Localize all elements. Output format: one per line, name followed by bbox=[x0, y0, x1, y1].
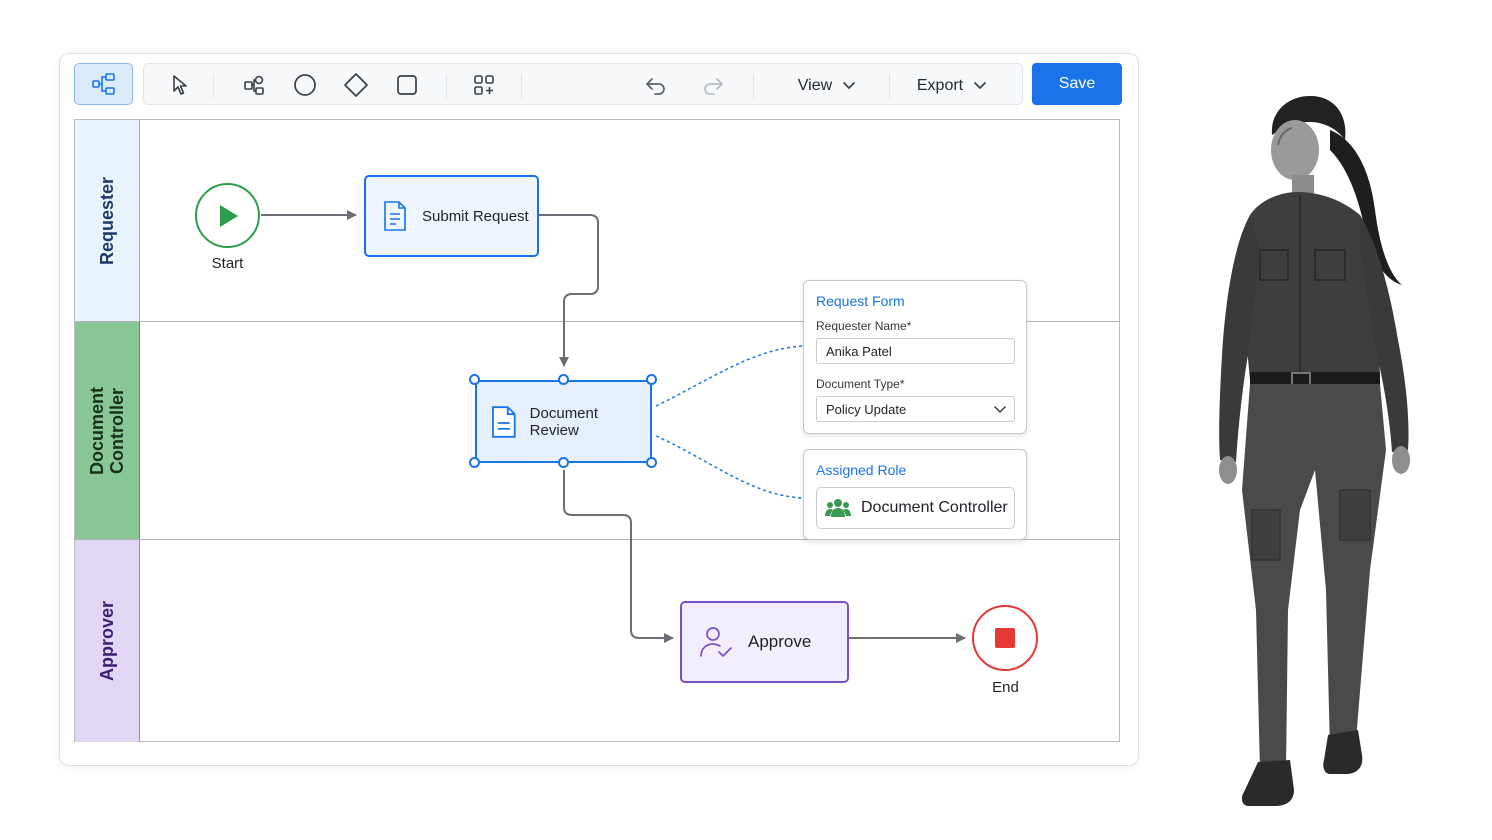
user-check-icon bbox=[700, 627, 732, 657]
chevron-down-icon bbox=[994, 406, 1006, 413]
lane-header-requester[interactable]: Requester bbox=[75, 120, 140, 321]
resize-handle-top-center[interactable] bbox=[558, 374, 569, 385]
resize-handle-bottom-center[interactable] bbox=[558, 457, 569, 468]
assigned-role-field[interactable]: Document Controller bbox=[816, 487, 1015, 529]
toolbar-separator bbox=[446, 74, 447, 98]
resize-handle-bottom-right[interactable] bbox=[646, 457, 657, 468]
document-icon bbox=[492, 405, 516, 438]
select-tool-button[interactable] bbox=[163, 70, 195, 100]
start-event[interactable] bbox=[195, 183, 260, 248]
diamond-tool-button[interactable] bbox=[340, 70, 372, 100]
lane-header-approver[interactable]: Approver bbox=[75, 540, 140, 742]
start-label: Start bbox=[211, 255, 244, 272]
document-type-value: Policy Update bbox=[826, 401, 907, 417]
add-component-icon bbox=[474, 75, 494, 95]
connector-shapes-icon bbox=[244, 75, 264, 95]
chevron-down-icon bbox=[843, 82, 856, 89]
circle-tool-button[interactable] bbox=[289, 70, 321, 100]
assigned-role-panel: Assigned Role Document Controller bbox=[803, 449, 1027, 540]
undo-icon bbox=[646, 78, 665, 95]
task-label: Document Review bbox=[529, 404, 599, 439]
task-approve[interactable]: Approve bbox=[680, 601, 849, 683]
stop-icon bbox=[995, 628, 1015, 648]
view-menu-label: View bbox=[797, 77, 833, 94]
view-menu-button[interactable]: View bbox=[786, 70, 868, 102]
assigned-role-title: Assigned Role bbox=[816, 462, 907, 478]
export-menu-label: Export bbox=[916, 77, 964, 94]
swimlane-diagram-icon bbox=[91, 73, 115, 95]
lane-header-document-controller[interactable]: Document Controller bbox=[75, 322, 140, 539]
connector-tool-button[interactable] bbox=[238, 70, 270, 100]
toolbar-separator bbox=[213, 74, 214, 98]
redo-button[interactable] bbox=[697, 70, 729, 100]
assigned-role-value: Document Controller bbox=[861, 499, 1008, 516]
lane-label-approver: Approver bbox=[97, 600, 118, 682]
toolbar-separator bbox=[521, 74, 522, 98]
request-form-panel: Request Form Requester Name* Anika Patel… bbox=[803, 280, 1027, 434]
toolbar-separator bbox=[889, 74, 890, 98]
request-form-title: Request Form bbox=[816, 293, 905, 309]
square-tool-button[interactable] bbox=[391, 70, 423, 100]
diamond-shape-icon bbox=[344, 73, 368, 97]
person-photo bbox=[1219, 95, 1410, 806]
resize-handle-top-right[interactable] bbox=[646, 374, 657, 385]
requester-name-value: Anika Patel bbox=[826, 343, 892, 359]
play-icon bbox=[219, 204, 238, 227]
undo-button[interactable] bbox=[640, 70, 672, 100]
task-label: Submit Request bbox=[422, 207, 529, 225]
tools-toolbar bbox=[143, 63, 1023, 105]
requester-name-field[interactable]: Anika Patel bbox=[816, 338, 1015, 364]
document-type-select[interactable]: Policy Update bbox=[816, 396, 1015, 422]
save-button[interactable]: Save bbox=[1032, 63, 1122, 105]
requester-name-label: Requester Name* bbox=[816, 319, 912, 333]
document-list-icon bbox=[384, 201, 406, 231]
toolbar-separator bbox=[753, 74, 754, 98]
task-submit-request[interactable]: Submit Request bbox=[364, 175, 539, 257]
export-menu-button[interactable]: Export bbox=[904, 70, 1000, 102]
select-pointer-icon bbox=[173, 75, 187, 95]
document-type-label: Document Type* bbox=[816, 377, 905, 391]
task-document-review[interactable]: Document Review bbox=[475, 380, 652, 463]
swimlane-mode-button[interactable] bbox=[74, 63, 133, 105]
lane-label-requester: Requester bbox=[97, 176, 117, 265]
lane-label-document-controller: Document Controller bbox=[87, 386, 128, 475]
add-component-button[interactable] bbox=[468, 70, 500, 100]
circle-shape-icon bbox=[294, 74, 316, 96]
square-shape-icon bbox=[397, 75, 417, 95]
redo-icon bbox=[704, 78, 723, 95]
users-group-icon bbox=[825, 499, 851, 517]
end-label: End bbox=[992, 679, 1019, 696]
resize-handle-top-left[interactable] bbox=[469, 374, 480, 385]
chevron-down-icon bbox=[974, 82, 986, 89]
end-event[interactable] bbox=[972, 605, 1038, 671]
task-label: Approve bbox=[748, 632, 812, 651]
resize-handle-bottom-left[interactable] bbox=[469, 457, 480, 468]
